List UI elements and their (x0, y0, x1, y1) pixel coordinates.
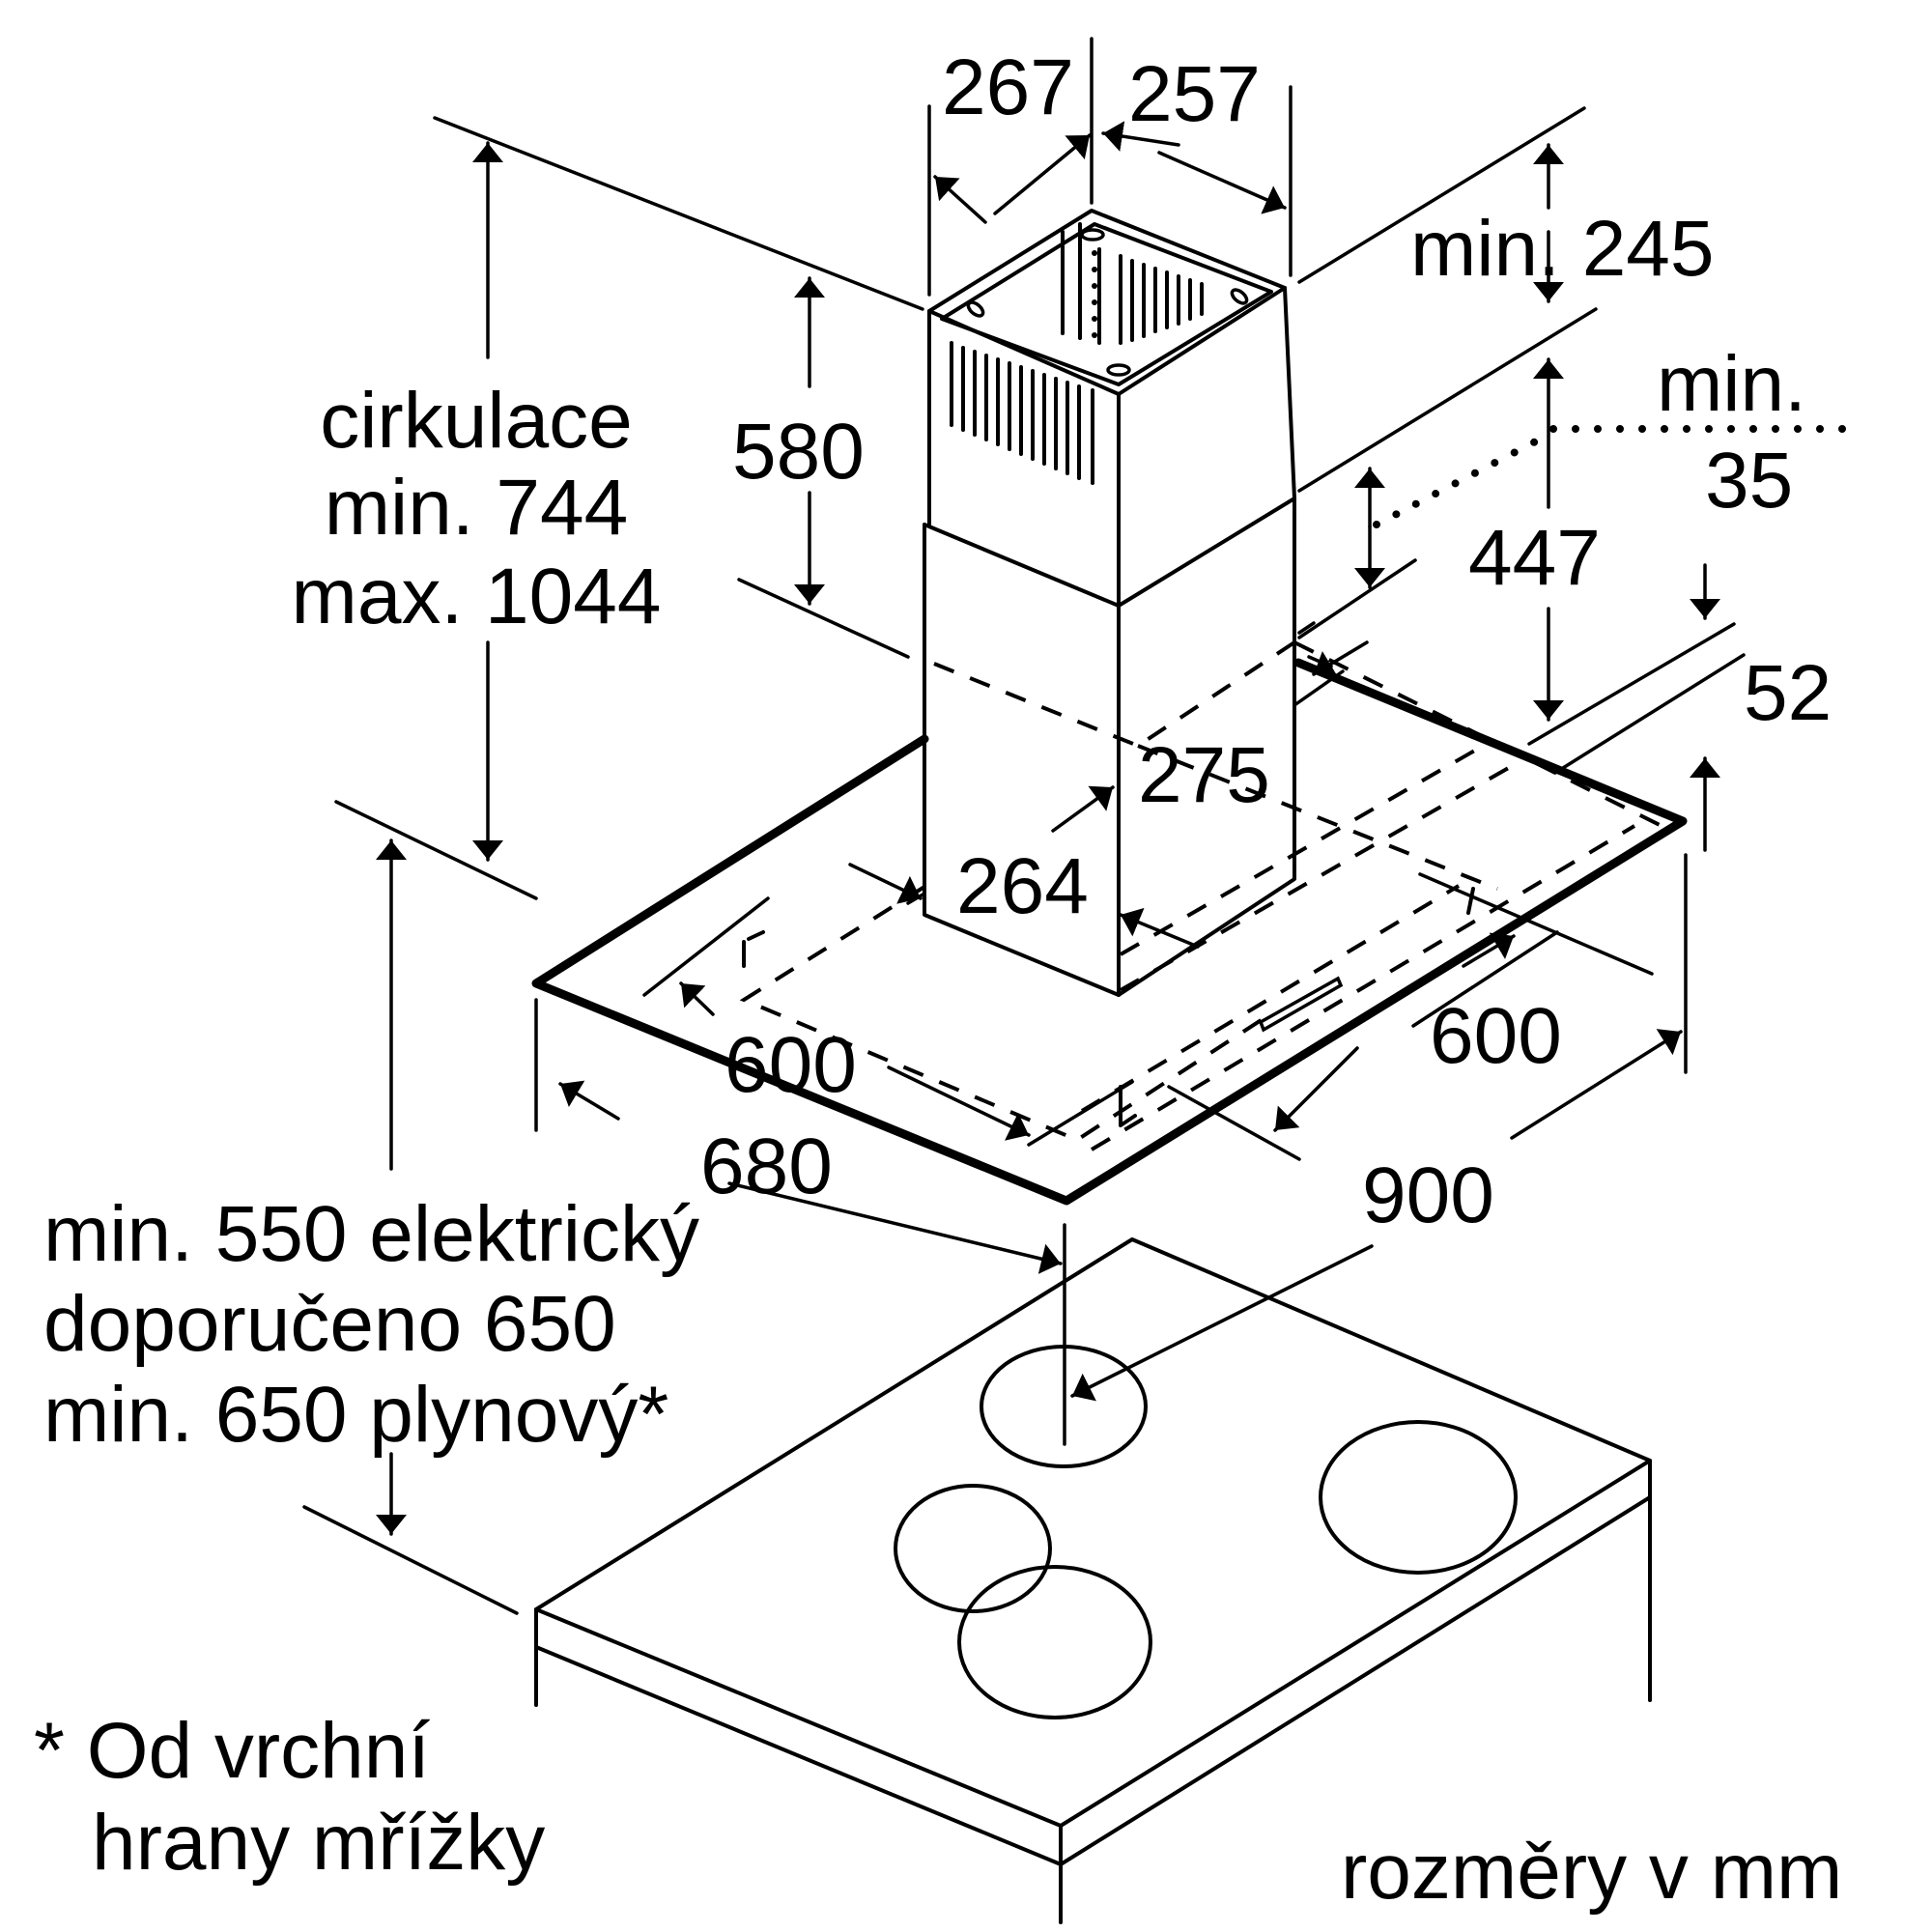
label-canopy-offset: 52 (1744, 649, 1832, 737)
label-total-height-mode: cirkulace (320, 377, 633, 465)
label-hob-gas: min. 650 plynový* (43, 1371, 668, 1459)
vent-slots-front (950, 341, 1094, 485)
label-lower-chimney-height: 447 (1468, 514, 1601, 602)
lower-chimney (923, 497, 1296, 997)
cooktop (534, 1237, 1652, 1924)
label-canopy-width: 900 (1362, 1151, 1494, 1239)
dimension-labels: 267 257 580 min. 245 min. 35 447 275 264… (34, 43, 1842, 1916)
label-ceiling-clearance: min. 245 (1410, 205, 1715, 293)
label-total-height-min: min. 744 (325, 464, 629, 552)
canopy (531, 640, 1688, 1206)
burner-left (894, 1484, 1052, 1613)
burner-right (1319, 1420, 1518, 1575)
label-hob-electric: min. 550 elektrický (43, 1190, 699, 1278)
label-chimney-inner-depth: 264 (956, 842, 1089, 930)
upper-chimney (923, 209, 1296, 608)
footnote-line1: * Od vrchní (34, 1707, 430, 1795)
label-duct-offset-min: min. (1657, 340, 1806, 428)
label-upper-chimney-height: 580 (732, 408, 865, 496)
label-chimney-inner-width: 275 (1138, 731, 1270, 819)
label-duct-offset-value: 35 (1705, 437, 1793, 525)
label-total-height-max: max. 1044 (292, 553, 662, 640)
label-canopy-inner-depth: 600 (724, 1021, 857, 1109)
label-canopy-inner-width: 600 (1430, 992, 1562, 1080)
dimension-lines (302, 37, 1859, 1615)
footnote-line2: hrany mřížky (92, 1799, 545, 1887)
vent-slots-back (1119, 254, 1204, 345)
burner-front (957, 1565, 1152, 1719)
label-chimney-depth: 267 (942, 43, 1074, 131)
mounting-holes (966, 228, 1249, 377)
units-note: rozměry v mm (1341, 1828, 1842, 1916)
label-chimney-width: 257 (1128, 50, 1261, 138)
label-hob-recommended: doporučeno 650 (43, 1280, 616, 1368)
label-canopy-depth: 680 (700, 1122, 833, 1210)
